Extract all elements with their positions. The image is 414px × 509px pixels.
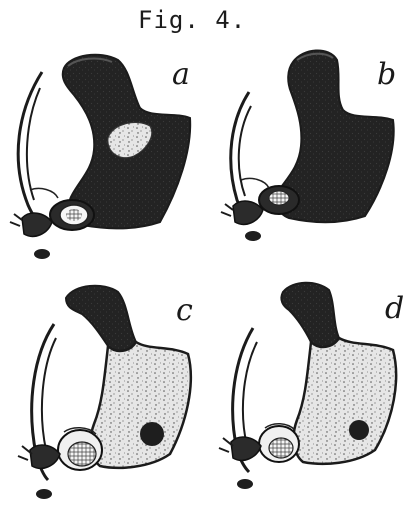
panel-label-a: a bbox=[172, 60, 190, 90]
panel-a-illustration bbox=[0, 0, 207, 254]
panel-d: d bbox=[207, 254, 414, 508]
panel-label-c: c bbox=[176, 296, 193, 326]
panel-label-d: d bbox=[385, 294, 404, 324]
panel-d-illustration bbox=[207, 254, 414, 508]
panel-a: a bbox=[0, 0, 207, 254]
panel-c: c bbox=[0, 254, 207, 508]
panel-b-illustration bbox=[207, 0, 414, 254]
panel-b: b bbox=[207, 0, 414, 254]
panel-label-b: b bbox=[377, 60, 396, 90]
